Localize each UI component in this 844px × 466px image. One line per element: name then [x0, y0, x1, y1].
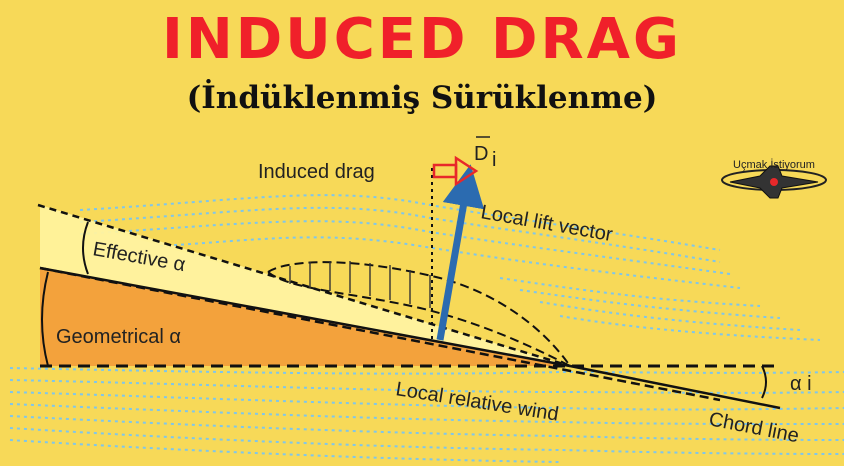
airfoil	[266, 261, 571, 367]
geometric-line	[39, 266, 571, 368]
geometrical-alpha-label: Geometrical α	[56, 326, 181, 348]
streamlines	[9, 194, 844, 463]
relative-wind-label: Local relative wind	[394, 378, 560, 425]
alpha-i-arc	[761, 365, 767, 399]
effective-alpha-inner	[90, 225, 570, 366]
page-title: INDUCED DRAG	[162, 7, 682, 72]
geometrical-alpha-arc	[41, 271, 49, 367]
pressure-distribution	[289, 261, 431, 308]
induced-drag-label: Induced drag	[258, 161, 375, 183]
downwash-line	[569, 364, 781, 410]
effective-alpha-line	[37, 203, 571, 368]
di-label: D	[474, 143, 488, 165]
lift-vector-label: Local lift vector	[479, 201, 615, 246]
chord-line-label: Chord line	[707, 408, 801, 447]
logo: Uçmak İstiyorum	[721, 158, 827, 199]
alpha-i-label: α i	[790, 373, 812, 395]
logo-text: Uçmak İstiyorum	[733, 158, 815, 171]
di-subscript: i	[492, 149, 496, 171]
lift-vector-arrow	[436, 164, 485, 341]
induced-drag-arrow	[432, 155, 479, 187]
effective-alpha-arc	[82, 221, 89, 275]
page-subtitle: (İndüklenmiş Sürüklenme)	[186, 80, 658, 116]
